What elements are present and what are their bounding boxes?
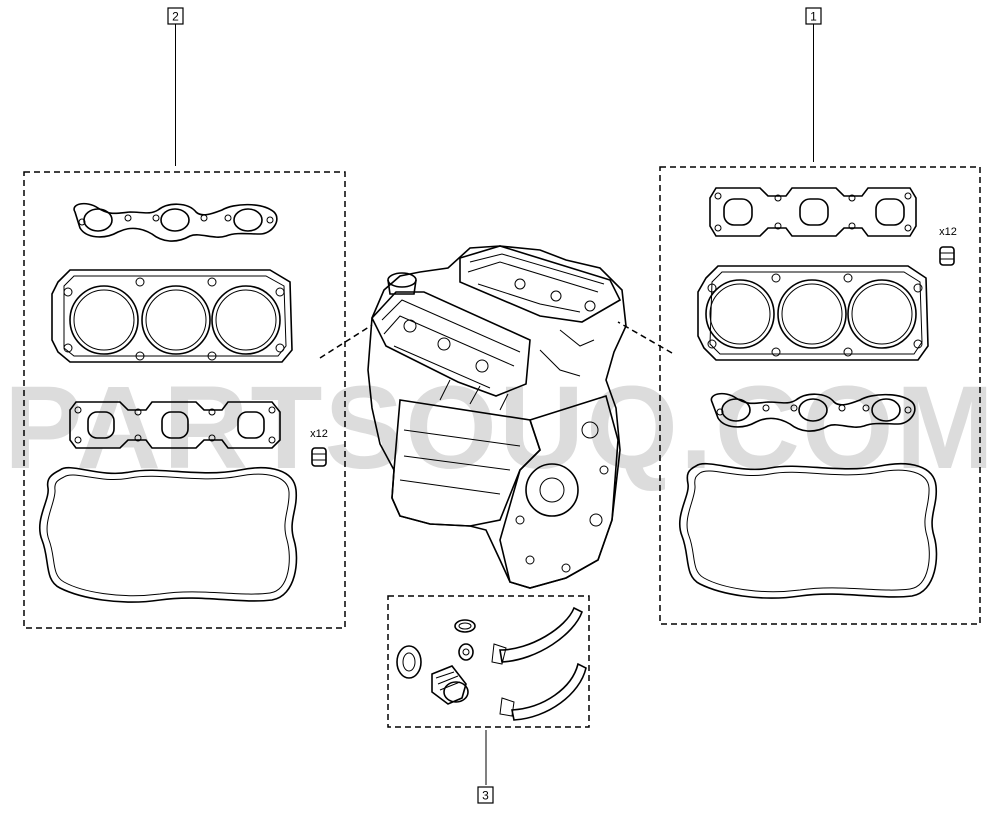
callout-3[interactable]: 3 bbox=[477, 730, 494, 804]
valve-seal-left bbox=[311, 447, 327, 467]
intake-gasket-left bbox=[73, 202, 278, 242]
intake-gasket-right bbox=[710, 392, 916, 432]
o-ring bbox=[454, 619, 476, 633]
callout-1[interactable]: 1 bbox=[805, 7, 822, 162]
gasket-kit-right[interactable]: x12 bbox=[659, 166, 981, 625]
watermark: PARTSOUQ.COM bbox=[4, 362, 996, 494]
small-seal bbox=[458, 643, 474, 661]
exhaust-gasket-left bbox=[69, 401, 281, 449]
valve-cover-gasket-right bbox=[679, 462, 938, 599]
gasket-kit-left[interactable]: x12 bbox=[23, 171, 346, 629]
head-gasket-right bbox=[697, 265, 929, 361]
callout-2-label: 2 bbox=[172, 10, 179, 24]
exhaust-gasket-right bbox=[709, 187, 917, 237]
quantity-label-left: x12 bbox=[310, 428, 328, 440]
leader-left bbox=[319, 324, 373, 359]
leader-right bbox=[617, 321, 673, 354]
callout-3-label: 3 bbox=[482, 789, 489, 803]
rear-oil-seal-upper bbox=[491, 606, 583, 665]
callout-2[interactable]: 2 bbox=[167, 7, 184, 166]
engine-assembly[interactable] bbox=[367, 245, 627, 589]
drain-plug bbox=[431, 665, 469, 705]
valve-seal-right bbox=[939, 246, 955, 266]
quantity-label-right: x12 bbox=[939, 226, 957, 238]
head-gasket-left bbox=[51, 269, 293, 363]
washer bbox=[396, 645, 422, 679]
valve-cover-gasket-left bbox=[39, 466, 298, 603]
gasket-kit-bottom[interactable] bbox=[387, 595, 590, 728]
callout-1-label: 1 bbox=[810, 10, 817, 24]
rear-oil-seal-lower bbox=[499, 662, 587, 721]
